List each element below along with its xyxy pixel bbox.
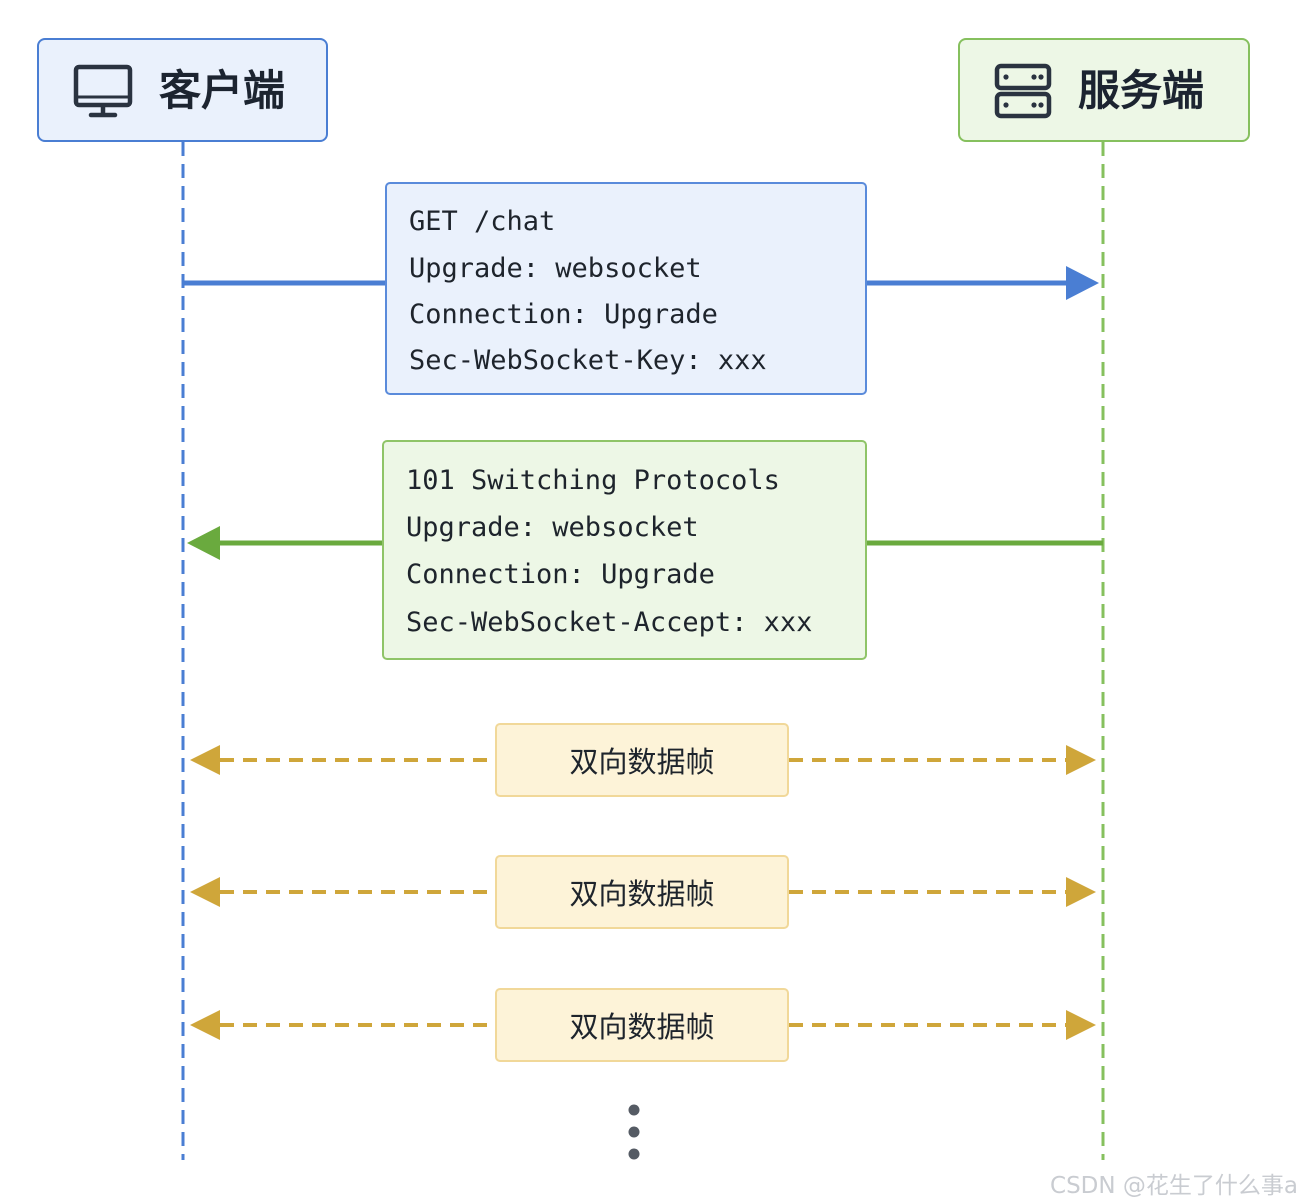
watermark: CSDN @花生了什么事a <box>1050 1173 1298 1199</box>
server-actor: 服务端 <box>958 38 1250 142</box>
server-icon <box>994 62 1052 125</box>
response-header: Sec-WebSocket-Accept: xxx <box>406 607 813 638</box>
data-frame-box: 双向数据帧 <box>495 988 789 1062</box>
frame-arrow-1 <box>190 745 1096 775</box>
vertical-ellipsis-icon <box>628 1104 640 1160</box>
request-header: Connection: Upgrade <box>409 299 718 330</box>
request-header: Sec-WebSocket-Key: xxx <box>409 345 767 376</box>
status-line: 101 Switching Protocols <box>406 465 780 496</box>
response-header: Connection: Upgrade <box>406 559 715 590</box>
data-frame-box: 双向数据帧 <box>495 855 789 929</box>
frame-arrow-2 <box>190 877 1096 907</box>
request-arrow-head <box>1066 266 1099 300</box>
response-header: Upgrade: websocket <box>406 512 699 543</box>
handshake-response-box: 101 Switching Protocols Upgrade: websock… <box>382 440 867 660</box>
client-actor: 客户端 <box>37 38 328 142</box>
handshake-request-box: GET /chat Upgrade: websocket Connection:… <box>385 182 867 395</box>
request-line: GET /chat <box>409 206 556 237</box>
data-frame-box: 双向数据帧 <box>495 723 789 797</box>
client-label: 客户端 <box>159 66 286 115</box>
response-arrow-head <box>187 526 220 560</box>
request-header: Upgrade: websocket <box>409 253 702 284</box>
frame-arrow-3 <box>190 1010 1096 1040</box>
server-label: 服务端 <box>1078 66 1205 115</box>
monitor-icon <box>73 64 133 125</box>
